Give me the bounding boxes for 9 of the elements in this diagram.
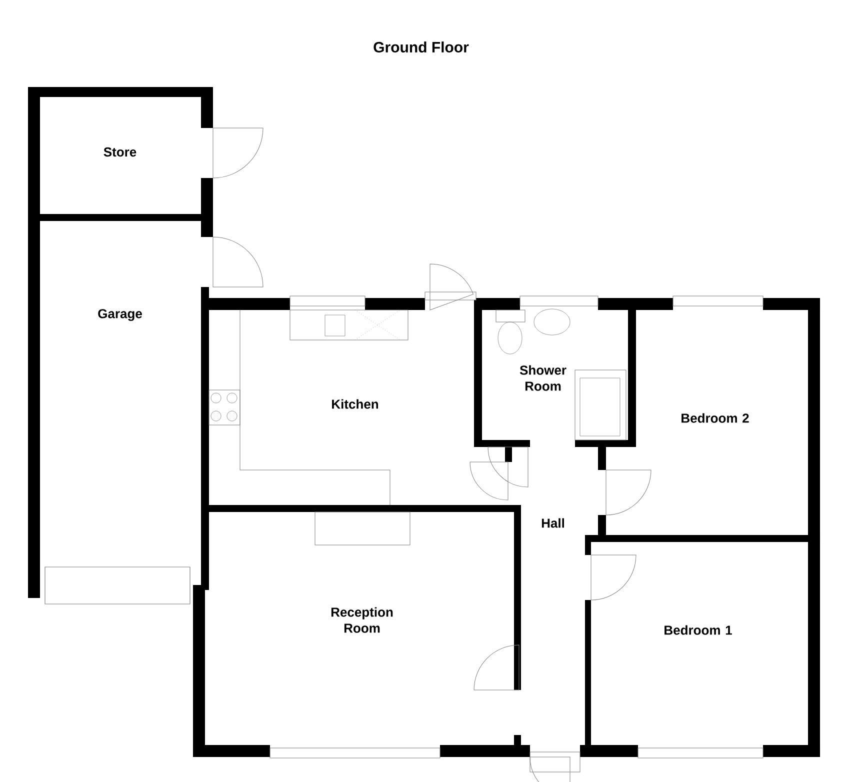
room-label: Garage bbox=[98, 309, 142, 321]
room-label: Shower Room bbox=[520, 365, 566, 391]
title: Ground Floor bbox=[374, 42, 469, 52]
room-label: Bedroom 2 bbox=[682, 413, 749, 423]
room-label: Reception Room bbox=[331, 607, 393, 633]
room-label: Store bbox=[104, 147, 136, 157]
room-label: Bedroom 1 bbox=[664, 625, 732, 635]
room-label: Hall bbox=[542, 518, 564, 528]
room-label: Kitchen bbox=[332, 399, 378, 409]
